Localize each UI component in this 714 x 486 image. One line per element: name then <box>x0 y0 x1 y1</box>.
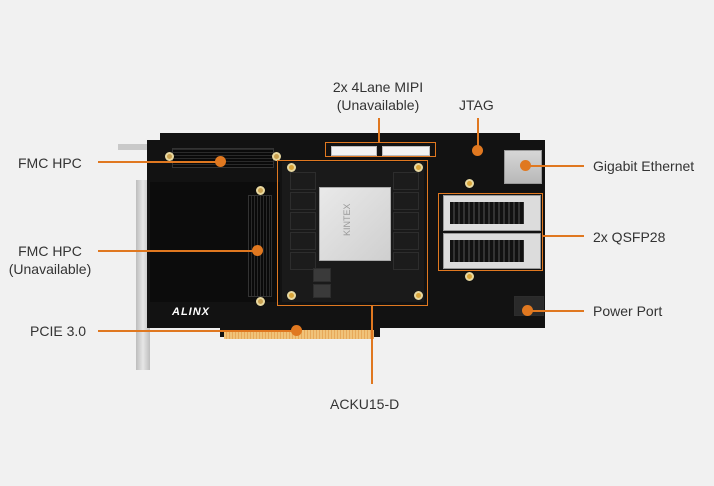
label-gigabit-ethernet: Gigabit Ethernet <box>593 158 695 174</box>
ddr-chip <box>393 252 419 270</box>
mount-hole <box>287 163 296 172</box>
ddr-chip <box>290 252 316 270</box>
callout-dot-gigabit-ethernet <box>520 160 531 171</box>
ddr-chip <box>393 192 419 210</box>
mipi-connector <box>331 146 377 156</box>
callout-line-pcie <box>98 330 298 332</box>
ddr-chip <box>393 212 419 230</box>
mount-hole <box>414 291 423 300</box>
label-fmc-hpc-unavailable: FMC HPC (Unavailable) <box>8 242 92 278</box>
board-brand-logo: ALINX <box>172 306 210 318</box>
fpga-chip: KINTEX <box>319 187 391 261</box>
callout-line-power-port <box>530 310 584 312</box>
inductor <box>313 284 331 298</box>
callout-line-fmc-hpc <box>98 161 220 163</box>
callout-box-core-module <box>277 160 428 306</box>
callout-line-mipi <box>378 118 380 142</box>
qsfp28-port-2 <box>443 233 541 269</box>
mount-hole <box>287 291 296 300</box>
label-fmc-hpc-unavailable-line1: FMC HPC <box>18 243 82 259</box>
label-fmc-hpc: FMC HPC <box>18 155 82 171</box>
label-fmc-hpc-unavailable-line2: (Unavailable) <box>8 261 92 277</box>
callout-box-mipi <box>325 142 436 157</box>
mount-hole <box>165 152 174 161</box>
label-power-port: Power Port <box>593 303 663 319</box>
callout-dot-power-port <box>522 305 533 316</box>
mount-hole <box>272 152 281 161</box>
callout-dot-jtag <box>472 145 483 156</box>
qsfp28-port-1 <box>443 195 541 231</box>
callout-line-fmc-hpc-unavailable <box>98 250 260 252</box>
label-mipi: 2x 4Lane MIPI (Unavailable) <box>318 78 438 114</box>
label-qsfp28: 2x QSFP28 <box>593 229 666 245</box>
mount-hole <box>465 272 474 281</box>
mount-hole <box>256 186 265 195</box>
label-mipi-line1: 2x 4Lane MIPI <box>332 79 424 95</box>
pcie-bracket <box>118 144 158 150</box>
callout-line-jtag <box>477 118 479 148</box>
callout-box-qsfp28 <box>438 193 543 271</box>
pcb-top-strip <box>160 133 520 143</box>
callout-line-qsfp28 <box>543 235 584 237</box>
ddr-chip <box>290 172 316 190</box>
inductor <box>313 268 331 282</box>
mount-hole <box>465 179 474 188</box>
ddr-chip <box>290 212 316 230</box>
ddr-chip <box>393 232 419 250</box>
callout-line-core-module <box>371 306 373 384</box>
ddr-chip <box>393 172 419 190</box>
callout-dot-fmc-hpc-unavailable <box>252 245 263 256</box>
label-pcie: PCIE 3.0 <box>30 323 87 339</box>
ddr-chip <box>290 192 316 210</box>
callout-dot-fmc-hpc <box>215 156 226 167</box>
label-jtag: JTAG <box>459 97 494 113</box>
mipi-connector <box>382 146 430 156</box>
mount-hole <box>414 163 423 172</box>
label-mipi-line2: (Unavailable) <box>336 97 420 113</box>
callout-line-gigabit-ethernet <box>526 165 584 167</box>
callout-dot-pcie <box>291 325 302 336</box>
ddr-chip <box>290 232 316 250</box>
label-core-module: ACKU15-D <box>330 396 400 412</box>
mount-hole <box>256 297 265 306</box>
pcie-bracket-strip <box>136 180 150 370</box>
